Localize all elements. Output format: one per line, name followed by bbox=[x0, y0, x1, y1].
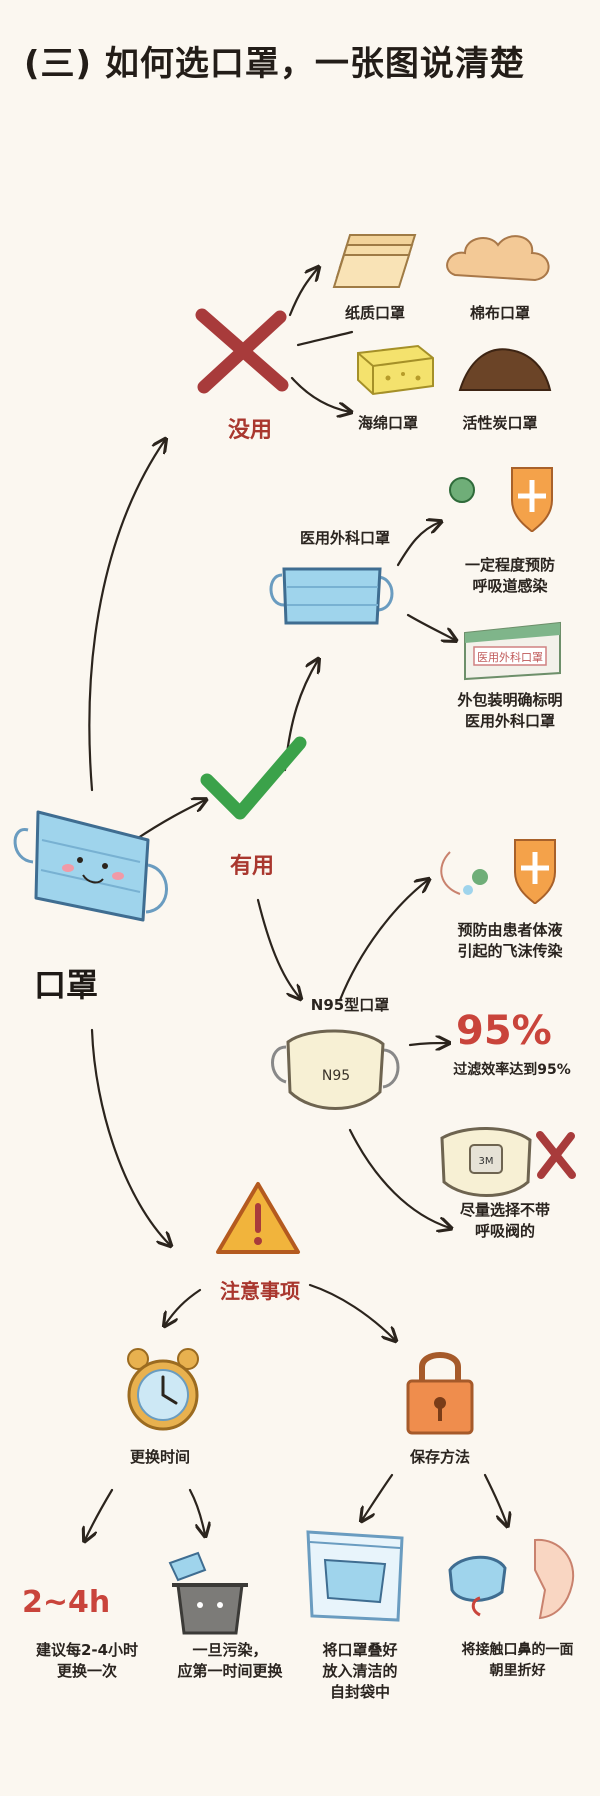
surgical-mask-icon bbox=[269, 567, 394, 625]
n95-note-3: 尽量选择不带 呼吸阀的 bbox=[459, 1201, 550, 1240]
sponge-mask-label: 海绵口罩 bbox=[357, 414, 418, 432]
warning-icon bbox=[216, 1182, 300, 1254]
mask-illustration bbox=[13, 810, 168, 922]
n95-mask-text: N95 bbox=[322, 1068, 350, 1084]
arrow-to-useful bbox=[133, 800, 205, 842]
cotton-mask-label: 棉布口罩 bbox=[469, 304, 530, 322]
shield-icon bbox=[449, 467, 553, 533]
cross-icon bbox=[195, 308, 289, 394]
cotton-icon bbox=[446, 235, 550, 282]
package-box-text: 医用外科口罩 bbox=[477, 650, 543, 664]
sponge-icon bbox=[357, 344, 434, 396]
useless-label: 没用 bbox=[227, 418, 272, 443]
n95-mask-icon: N95 bbox=[271, 1029, 400, 1110]
root-label: 口罩 bbox=[34, 966, 99, 1004]
ziplock-bag-icon bbox=[306, 1530, 404, 1622]
storage-tip-1: 将口罩叠好 放入清洁的 自封袋中 bbox=[322, 1641, 398, 1701]
change-time-label: 更换时间 bbox=[129, 1448, 190, 1466]
check-icon bbox=[200, 736, 307, 820]
surgical-note-2: 外包装明确标明 医用外科口罩 bbox=[457, 691, 563, 730]
change-tip-1: 建议每2-4小时 更换一次 bbox=[35, 1641, 139, 1680]
lock-icon bbox=[406, 1352, 474, 1435]
storage-tip-2: 将接触口鼻的一面 朝里折好 bbox=[461, 1642, 574, 1679]
useful-label: 有用 bbox=[229, 854, 274, 879]
paper-mask-label: 纸质口罩 bbox=[344, 304, 405, 322]
notes-label: 注意事项 bbox=[220, 1279, 300, 1303]
n95-mask-label: N95型口罩 bbox=[310, 996, 390, 1014]
trash-bin-icon bbox=[168, 1551, 248, 1635]
arrow-to-useless bbox=[88, 440, 165, 792]
storage-label: 保存方法 bbox=[409, 1448, 470, 1466]
page-title: (三) 如何选口罩，一张图说清楚 bbox=[24, 44, 525, 84]
arrow-to-notes bbox=[90, 1028, 170, 1245]
fold-mask-icon bbox=[448, 1538, 575, 1620]
package-box-icon: 医用外科口罩 bbox=[464, 621, 561, 681]
paper-icon bbox=[332, 234, 417, 288]
clock-icon bbox=[127, 1348, 199, 1431]
valve-mask-icon: 3M bbox=[440, 1127, 576, 1197]
time-range-number: 2~4h bbox=[22, 1585, 111, 1620]
charcoal-mask-label: 活性炭口罩 bbox=[462, 414, 538, 432]
droplet-shield-icon bbox=[440, 839, 556, 905]
filter-rate-number: 95% bbox=[456, 1008, 552, 1054]
surgical-mask-label: 医用外科口罩 bbox=[299, 529, 390, 547]
change-tip-2: 一旦污染， 应第一时间更换 bbox=[177, 1641, 283, 1680]
charcoal-icon bbox=[458, 348, 552, 391]
n95-note-2: 过滤效率达到95% bbox=[453, 1062, 571, 1078]
surgical-note-1: 一定程度预防 呼吸道感染 bbox=[464, 556, 555, 595]
valve-text: 3M bbox=[479, 1156, 494, 1167]
n95-note-1: 预防由患者体液 引起的飞沫传染 bbox=[457, 921, 563, 960]
